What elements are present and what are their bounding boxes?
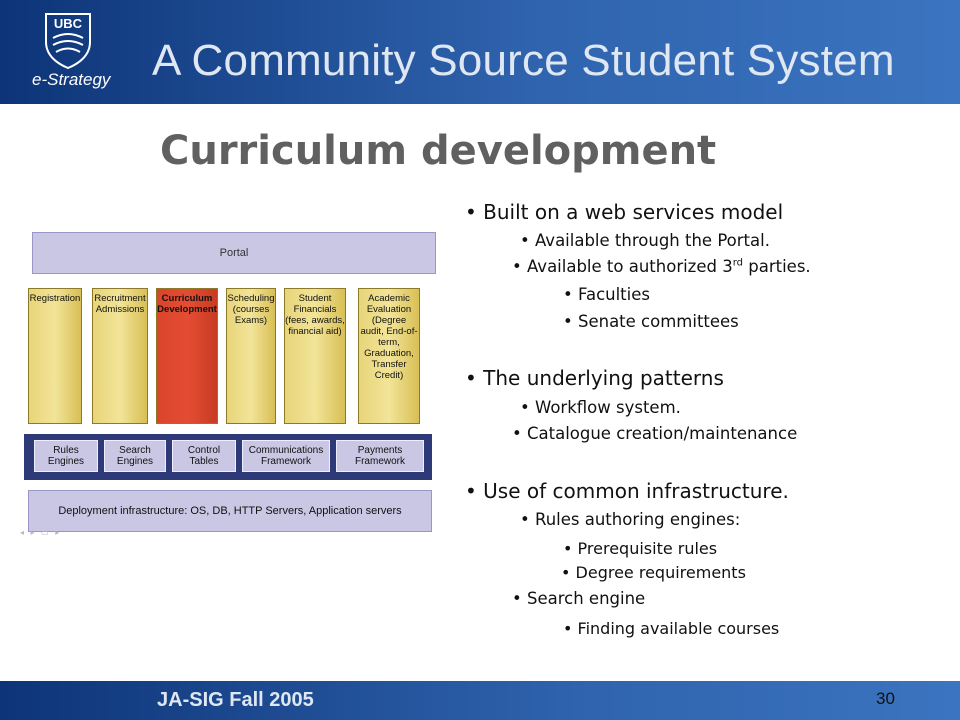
bullet-item: Senate committees (563, 312, 739, 331)
bullet-item: Available to authorized 3rd parties. (512, 257, 811, 276)
bullet-item: Rules authoring engines: (520, 510, 740, 529)
portal-box: Portal (32, 232, 436, 274)
bullet-item: Use of common infrastructure. (465, 479, 789, 503)
bullet-item: Faculties (563, 285, 650, 304)
bullet-item: Catalogue creation/maintenance (512, 424, 797, 443)
service-control-tables: Control Tables (172, 440, 236, 472)
slide-title: Curriculum development (160, 128, 717, 174)
header-banner: UBC e-Strategy A Community Source Studen… (0, 0, 960, 104)
ubc-crest-icon: UBC (45, 13, 91, 70)
module-academic-evaluation: Academic Evaluation (Degree audit, End-o… (358, 288, 420, 424)
deployment-infrastructure-box: Deployment infrastructure: OS, DB, HTTP … (28, 490, 432, 532)
page-number: 30 (876, 689, 895, 708)
header-title: A Community Source Student System (152, 36, 895, 85)
slide-nav-arrows-icon: ◂ ▸ ▭ ▸ (20, 528, 62, 537)
footer-banner: JA-SIG Fall 2005 (0, 681, 960, 720)
bullet-item: The underlying patterns (465, 366, 724, 390)
architecture-diagram: Portal Registration Recruitment Admissio… (20, 228, 438, 538)
bullet-item: Degree requirements (561, 563, 746, 582)
footer-text: JA-SIG Fall 2005 (157, 689, 314, 711)
bullet-item: Search engine (512, 589, 645, 608)
logo-subtext: e-Strategy (32, 70, 111, 89)
service-payments-framework: Payments Framework (336, 440, 424, 472)
service-communications-framework: Communications Framework (242, 440, 330, 472)
bullet-item: Available through the Portal. (520, 231, 770, 250)
bullet-item: Workflow system. (520, 398, 681, 417)
service-rules-engines: Rules Engines (34, 440, 98, 472)
module-recruitment: Recruitment Admissions (92, 288, 148, 424)
bullet-item: Finding available courses (563, 619, 780, 638)
bullet-item: Built on a web services model (465, 200, 783, 224)
service-search-engines: Search Engines (104, 440, 166, 472)
module-registration: Registration (28, 288, 82, 424)
module-scheduling: Scheduling (courses Exams) (226, 288, 276, 424)
module-student-financials: Student Financials (fees, awards, financ… (284, 288, 346, 424)
logo-text: UBC (54, 16, 83, 31)
module-curriculum-development: Curriculum Development (156, 288, 218, 424)
bullet-item: Prerequisite rules (563, 539, 718, 558)
